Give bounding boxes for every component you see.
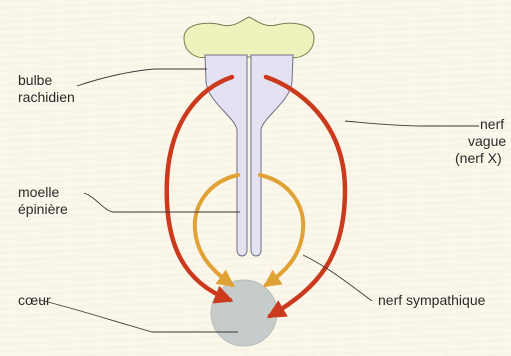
label-nerf-vague-line2: vague xyxy=(452,133,511,150)
label-nerf-vague-line1: nerf xyxy=(452,116,511,133)
cerebellum-shape xyxy=(184,17,314,58)
left-vagus-pathway-arrow xyxy=(167,77,232,300)
moelle-leader-line xyxy=(84,193,240,212)
label-nerf-sympathique: nerf sympathique xyxy=(378,292,485,309)
label-bulbe-line2: rachidien xyxy=(18,89,75,106)
label-moelle-line1: moelle xyxy=(18,184,68,201)
right-sympathetic-pathway-arrow xyxy=(260,175,303,285)
label-coeur: cœur xyxy=(18,292,51,309)
label-bulbe-line1: bulbe xyxy=(18,72,75,89)
label-nerf-vague: nerf vague (nerf X) xyxy=(452,116,511,167)
nerf-sympathique-leader-line xyxy=(303,255,372,301)
heart-shape xyxy=(211,280,277,346)
right-vagus-pathway-arrow xyxy=(266,77,345,316)
label-moelle-line2: épinière xyxy=(18,201,68,218)
label-moelle-epiniere: moelle épinière xyxy=(18,184,68,218)
left-sympathetic-pathway-arrow xyxy=(195,175,238,285)
label-bulbe-rachidien: bulbe rachidien xyxy=(18,72,75,106)
coeur-leader-line xyxy=(40,300,238,332)
bulbe-leader-line xyxy=(77,69,207,86)
label-nerf-vague-line3: (nerf X) xyxy=(452,150,511,167)
